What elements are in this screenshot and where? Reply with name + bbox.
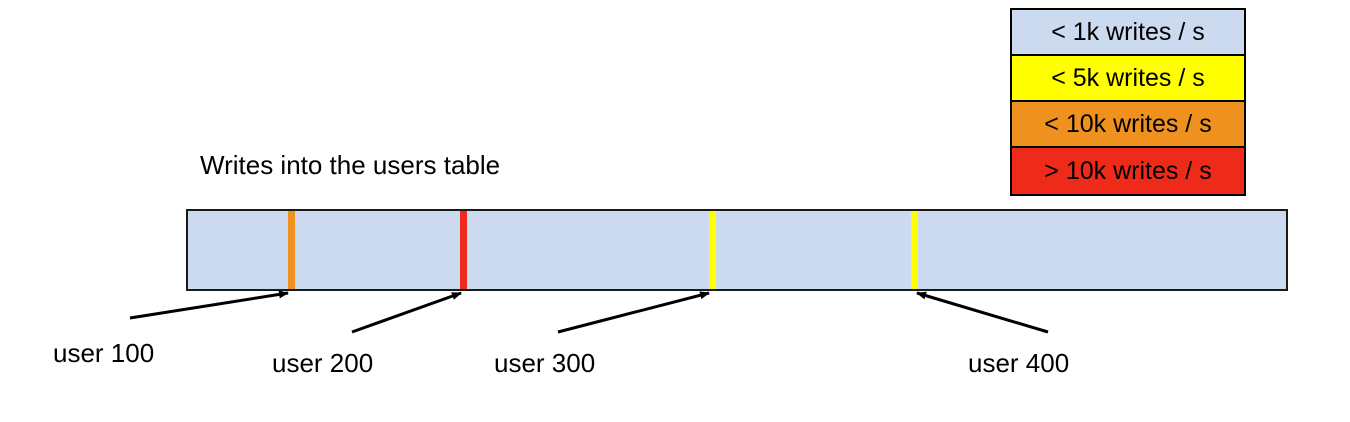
diagram-caption: Writes into the users table (200, 150, 501, 180)
legend: < 1k writes / s < 5k writes / s < 10k wr… (1010, 8, 1246, 196)
users-table-bar (186, 209, 1288, 291)
label-user-200: user 200 (272, 348, 374, 378)
legend-item-gt-10k: > 10k writes / s (1012, 148, 1244, 194)
label-user-400: user 400 (968, 348, 1070, 378)
marker-user-100 (288, 211, 295, 289)
legend-item-label: > 10k writes / s (1044, 156, 1212, 185)
legend-item-lt-1k: < 1k writes / s (1012, 10, 1244, 56)
legend-item-lt-10k: < 10k writes / s (1012, 102, 1244, 148)
legend-item-label: < 10k writes / s (1044, 109, 1212, 138)
arrow-user-100 (129, 290, 289, 320)
label-user-100: user 100 (53, 338, 155, 368)
arrow-user-400 (916, 291, 1049, 334)
legend-item-lt-5k: < 5k writes / s (1012, 56, 1244, 102)
marker-user-300 (709, 211, 716, 289)
label-user-300: user 300 (494, 348, 596, 378)
arrow-user-300 (557, 291, 710, 334)
arrow-user-200 (351, 291, 462, 334)
legend-item-label: < 1k writes / s (1051, 17, 1205, 46)
legend-item-label: < 5k writes / s (1051, 63, 1205, 92)
marker-user-400 (911, 211, 918, 289)
marker-user-200 (460, 211, 467, 289)
